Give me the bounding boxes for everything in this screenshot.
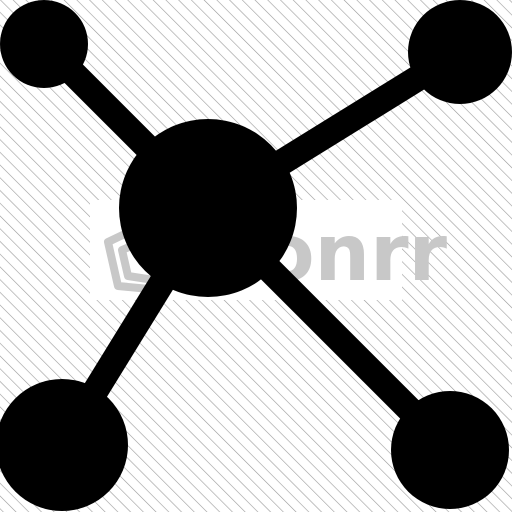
node-bottom-left: [0, 379, 128, 511]
node-bottom-right: [391, 391, 509, 509]
node-top-right: [408, 0, 512, 104]
node-top-left: [0, 0, 88, 88]
hub-node: [119, 119, 297, 297]
